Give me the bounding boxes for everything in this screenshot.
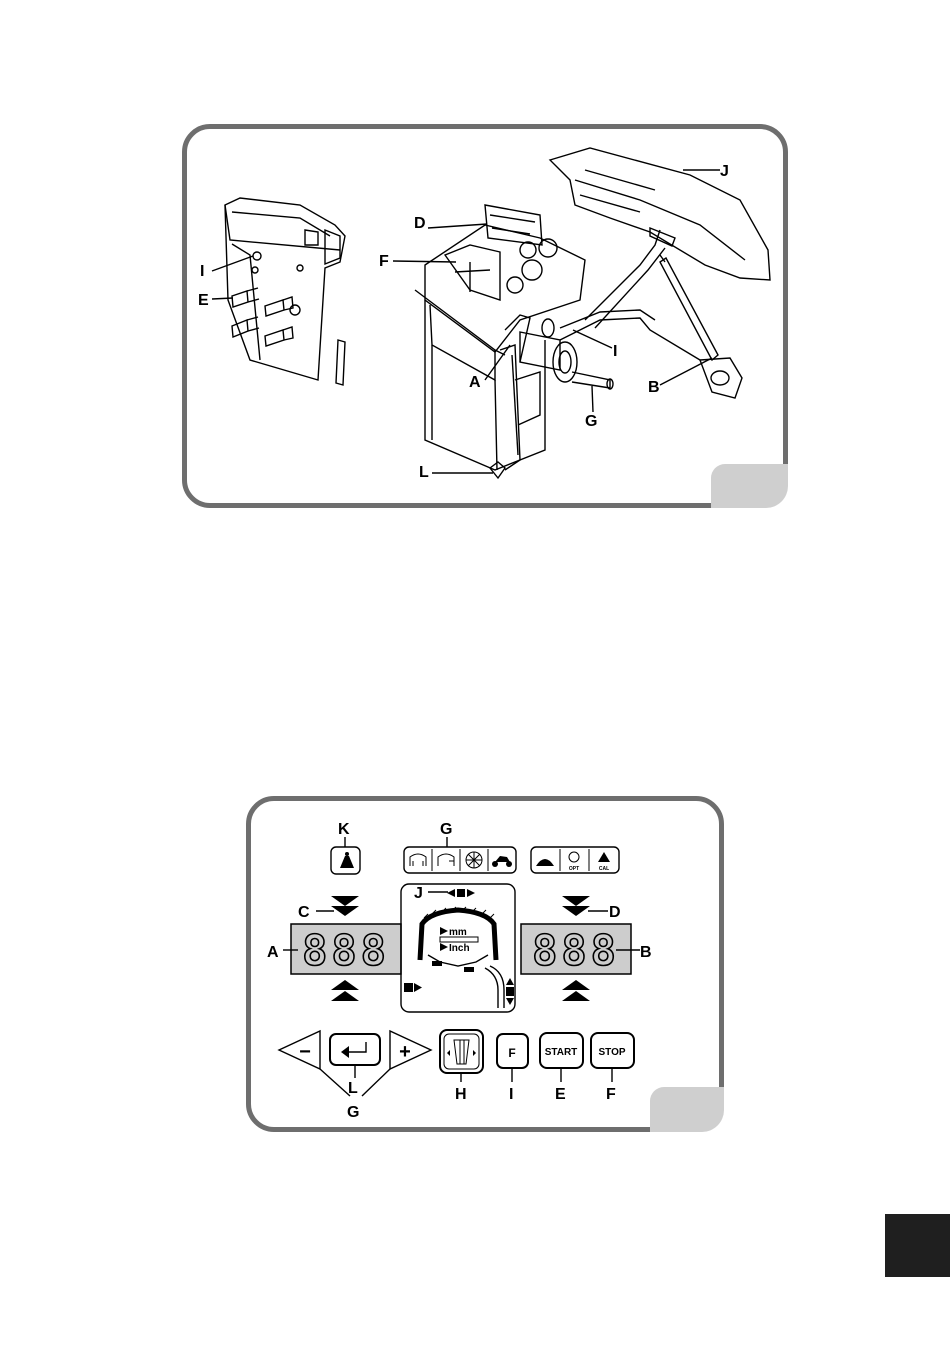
label-G: G <box>585 413 597 430</box>
arrow-up-left-1 <box>331 980 359 990</box>
stop-button-label: STOP <box>598 1047 625 1058</box>
display-right-digits: 888 <box>532 926 620 975</box>
wheel-guard-hood <box>550 148 770 360</box>
label-A: A <box>267 944 279 961</box>
control-panel-diagram: K G OPT CAL C D 888 <box>267 821 652 1121</box>
arrow-down-left-1 <box>331 896 359 906</box>
measuring-arm <box>660 255 742 398</box>
label-B: B <box>640 944 652 961</box>
arrow-down-right-2 <box>562 906 590 916</box>
label-G-bottom: G <box>347 1104 359 1121</box>
label-D: D <box>414 215 426 232</box>
spindle-lock-button <box>440 1030 483 1073</box>
label-I-left: I <box>200 263 204 280</box>
label-L: L <box>419 464 429 481</box>
label-K: K <box>338 821 350 838</box>
arrow-down-right-1 <box>562 896 590 906</box>
label-F: F <box>379 253 389 270</box>
label-C: C <box>298 904 310 921</box>
machine-illustration: D F J I E I A B G L <box>198 148 770 481</box>
arrow-up-left-2 <box>331 991 359 1001</box>
balancer-shaft <box>520 319 613 389</box>
label-F: F <box>606 1086 616 1103</box>
start-button-label: START <box>545 1047 578 1058</box>
arrow-up-right-2 <box>562 991 590 1001</box>
display-left-digits: 888 <box>302 926 390 975</box>
dynamic-balance-icon <box>536 859 554 866</box>
optimize-icon <box>569 852 579 862</box>
f-button-label: F <box>508 1046 515 1060</box>
label-D: D <box>609 904 621 921</box>
arrow-right-distance <box>414 983 422 992</box>
label-I-right: I <box>613 343 617 360</box>
enter-button <box>330 1034 380 1065</box>
arrow-down-left-2 <box>331 906 359 916</box>
unit-mm: mm <box>449 927 467 938</box>
label-B: B <box>648 379 660 396</box>
arrow-left-small <box>447 889 455 897</box>
minus-button-label: − <box>299 1041 311 1063</box>
cal-caption: CAL <box>599 866 609 872</box>
opt-caption: OPT <box>569 866 579 872</box>
label-J: J <box>414 885 423 902</box>
weight-icon <box>340 856 354 868</box>
label-J: J <box>720 163 729 180</box>
calibration-icon <box>598 852 610 862</box>
arrow-up-tiny <box>506 978 514 985</box>
label-H: H <box>455 1086 467 1103</box>
label-E: E <box>555 1086 566 1103</box>
unit-inch: Inch <box>449 943 470 954</box>
label-L: L <box>348 1080 358 1097</box>
arrow-down-tiny <box>506 998 514 1005</box>
rim-mode-2-icon <box>438 854 454 866</box>
label-A: A <box>469 374 481 391</box>
label-G-top: G <box>440 821 452 838</box>
arrow-up-right-1 <box>562 980 590 990</box>
plus-button-label: + <box>399 1041 411 1063</box>
rear-panel <box>225 198 345 385</box>
arrow-right-small <box>467 889 475 897</box>
label-E: E <box>198 292 209 309</box>
label-I: I <box>509 1086 513 1103</box>
rim-mode-1-icon <box>410 854 426 866</box>
